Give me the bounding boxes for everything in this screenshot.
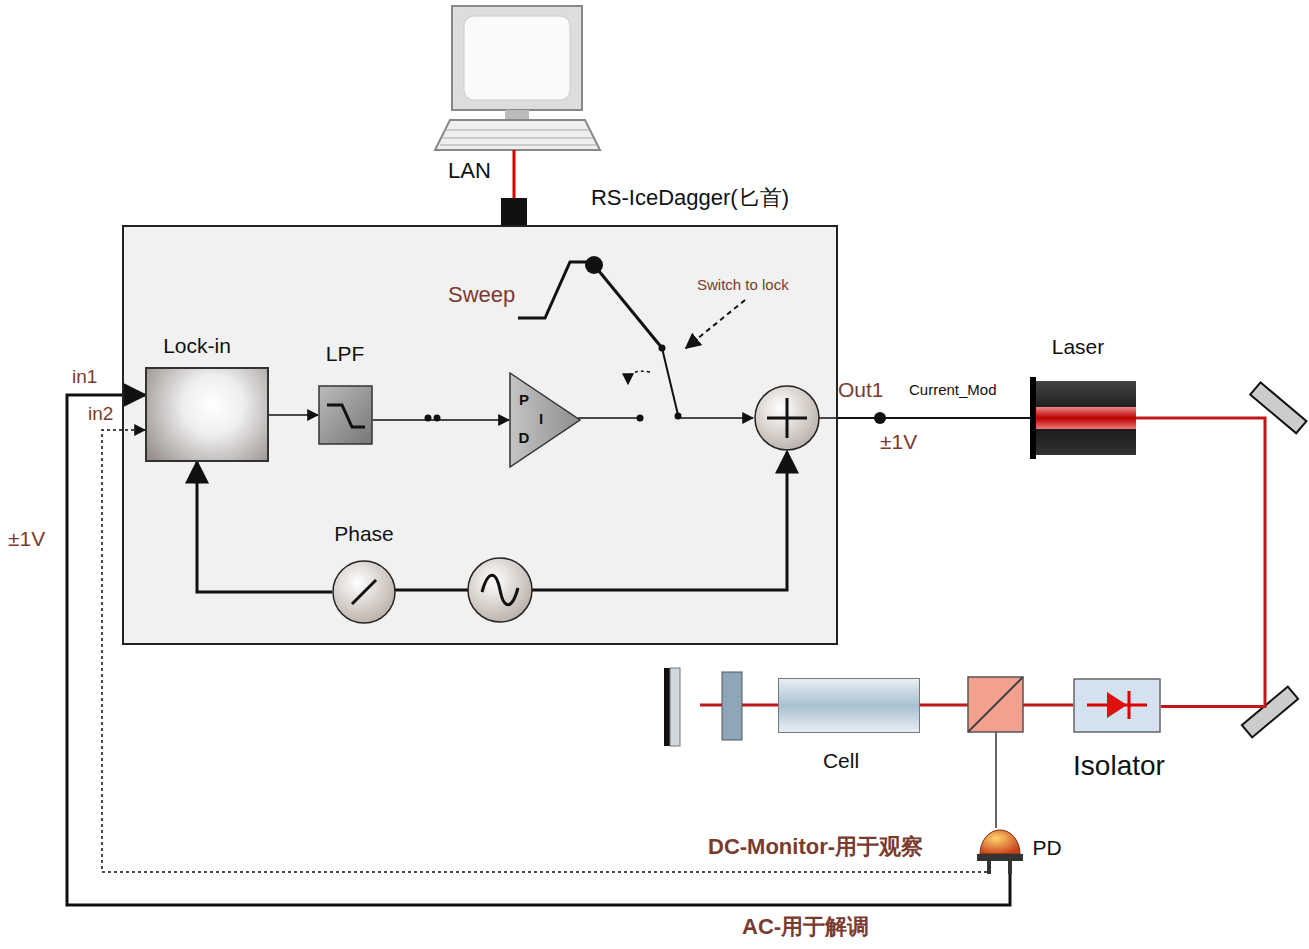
- node-label: D: [519, 429, 530, 446]
- wire: [532, 452, 787, 590]
- isolator-box: Isolator: [1073, 678, 1161, 733]
- connector: [197, 462, 332, 592]
- signal-label: ±1V: [8, 527, 45, 551]
- pid-triangle: PID: [509, 372, 581, 468]
- vapor-cell: Cell: [778, 678, 920, 733]
- oscillator-symbol: [468, 558, 532, 622]
- computer: [435, 6, 600, 150]
- node-label: Lock-in: [163, 334, 231, 358]
- isolator-symbol: [1073, 678, 1161, 733]
- switch-pointer: [686, 300, 745, 348]
- node-label: PD: [1032, 836, 1061, 860]
- filter-symbol: [318, 385, 373, 445]
- node-label: Isolator: [1073, 750, 1165, 782]
- wire: [819, 417, 838, 419]
- node-label: RS-IceDagger(匕首): [591, 185, 789, 210]
- wire: [578, 417, 640, 419]
- mirror: [1250, 382, 1306, 433]
- beam-splitter: [968, 677, 1023, 732]
- signal-label: Out1: [838, 378, 884, 402]
- signal-label: Sweep: [448, 282, 515, 307]
- edge-label: DC-Monitor-用于观察: [706, 834, 925, 859]
- lockin-box: Lock-in: [145, 367, 269, 462]
- edge-label: AC-用于解调: [740, 914, 871, 939]
- signal-label: LAN: [448, 158, 491, 183]
- connector: [1136, 418, 1265, 707]
- pd-beam: [995, 732, 997, 828]
- switch-pivot: [659, 345, 666, 352]
- connector: [269, 414, 318, 416]
- signal-label: in2: [88, 403, 113, 425]
- connector: [67, 395, 1010, 905]
- sweep-switch: [518, 262, 678, 415]
- filter-box: LPF: [318, 385, 373, 445]
- signal-label: ±1V: [880, 430, 917, 454]
- wire: [678, 417, 753, 419]
- phase-circle: Phase: [332, 560, 396, 624]
- connector: [373, 419, 509, 421]
- lan-port: [501, 198, 527, 225]
- housing-fill: [122, 225, 838, 645]
- photodiode: PD: [975, 822, 1065, 874]
- laser-body: Laser: [1030, 377, 1136, 459]
- laser-symbol: [1030, 377, 1136, 459]
- node-label: I: [539, 410, 543, 427]
- switch-contact: [585, 256, 603, 274]
- wire: [394, 589, 468, 592]
- signal-label: in1: [72, 366, 97, 388]
- connector: [838, 417, 1030, 419]
- summer-symbol: [755, 386, 819, 450]
- node-label: P: [519, 391, 529, 408]
- mirror: [1242, 687, 1298, 738]
- node-label: LPF: [326, 342, 365, 366]
- waveplate: [722, 672, 742, 740]
- signal-label: Switch to lock: [697, 276, 789, 293]
- connector: [102, 430, 987, 872]
- node-label: Laser: [1052, 335, 1105, 359]
- edge-label: Current_Mod: [907, 381, 999, 398]
- phase-symbol: [332, 560, 396, 624]
- lan-cable: [513, 150, 516, 198]
- node-label: Phase: [334, 522, 394, 546]
- pid-symbol: [509, 372, 581, 468]
- switch-motion: [628, 371, 650, 384]
- end-mirror: [664, 668, 680, 746]
- node-label: Cell: [823, 749, 859, 773]
